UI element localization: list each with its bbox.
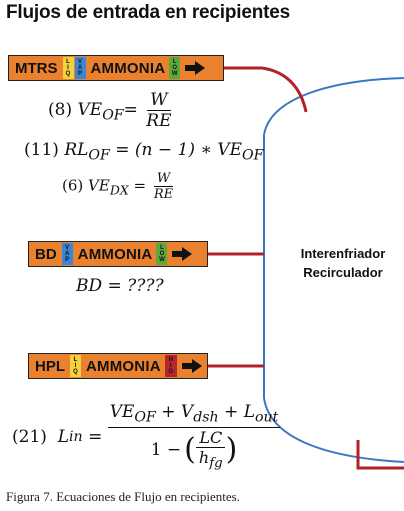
term: V <box>180 402 194 422</box>
vessel-label-line2: Recirculador <box>303 265 383 280</box>
fraction: W RE <box>143 90 174 131</box>
vessel-label-line1: Interenfriador <box>300 246 386 261</box>
denominator: RE <box>146 111 172 131</box>
fluid-name: AMMONIA <box>86 357 161 375</box>
vessel-outline <box>263 77 404 463</box>
term-sub: dsh <box>193 409 219 426</box>
equation-bd: BD = ???? <box>76 276 164 296</box>
term-sub: OF <box>134 409 156 426</box>
term-sub: out <box>255 409 279 426</box>
equation-sub: in <box>69 428 83 445</box>
equation-6: (6) VEDX = W RE <box>62 171 176 202</box>
right-arrow-icon <box>180 355 204 377</box>
fluid-name: AMMONIA <box>90 59 166 77</box>
pipe-outlet <box>356 440 404 470</box>
equation-11: (11) RLOF = (n − 1) ∗ VEOF <box>24 140 264 164</box>
equation-ref: (6) <box>62 176 84 195</box>
numerator: W <box>153 171 174 187</box>
equation-lhs: VE <box>77 100 103 120</box>
label-code: HPL <box>35 357 65 375</box>
right-arrow-icon <box>183 57 207 79</box>
pipe-mtrs <box>224 66 308 113</box>
term: L <box>243 402 256 422</box>
equation-sub: OF <box>242 147 264 164</box>
numerator: W <box>147 90 171 111</box>
equation-lhs: L <box>57 426 70 447</box>
label-code: MTRS <box>15 59 58 77</box>
equation-lhs: VE <box>88 176 110 195</box>
equation-ref: (21) <box>12 426 47 447</box>
figure-caption: Figura 7. Ecuaciones de Flujo en recipie… <box>6 489 240 504</box>
vessel-label: Interenfriador Recirculador <box>288 244 398 282</box>
equation-sub: DX <box>109 182 129 198</box>
label-code: BD <box>35 245 57 263</box>
denominator: RE <box>153 187 174 202</box>
equation-sub: OF <box>102 107 124 124</box>
denominator: 1 − ( LC hfg ) <box>150 428 238 472</box>
fluid-name: AMMONIA <box>77 245 153 263</box>
numerator: LC <box>196 428 226 449</box>
right-arrow-icon <box>170 243 194 265</box>
equation-lhs: RL <box>64 140 89 160</box>
term-sub: fg <box>209 456 223 472</box>
page-title: Flujos de entrada en recipientes <box>6 2 290 23</box>
den-prefix: 1 − <box>150 439 182 460</box>
term: h <box>198 448 210 468</box>
term: VE <box>109 402 135 422</box>
fraction: W RE <box>151 171 176 202</box>
inner-fraction: LC hfg <box>196 428 226 472</box>
equation-text: BD = ???? <box>76 276 164 296</box>
equation-sub: OF <box>88 147 110 164</box>
equation-ref: (8) <box>48 100 73 120</box>
denominator: hfg <box>196 448 226 471</box>
fraction: VEOF + Vdsh + Lout 1 − ( LC hfg ) <box>107 402 281 472</box>
equation-8: (8) VEOF= W RE <box>48 90 175 131</box>
equation-ref: (11) <box>24 140 59 160</box>
equation-rhs: (n − 1) ∗ VE <box>134 140 243 160</box>
numerator: VEOF + Vdsh + Lout <box>107 402 281 429</box>
